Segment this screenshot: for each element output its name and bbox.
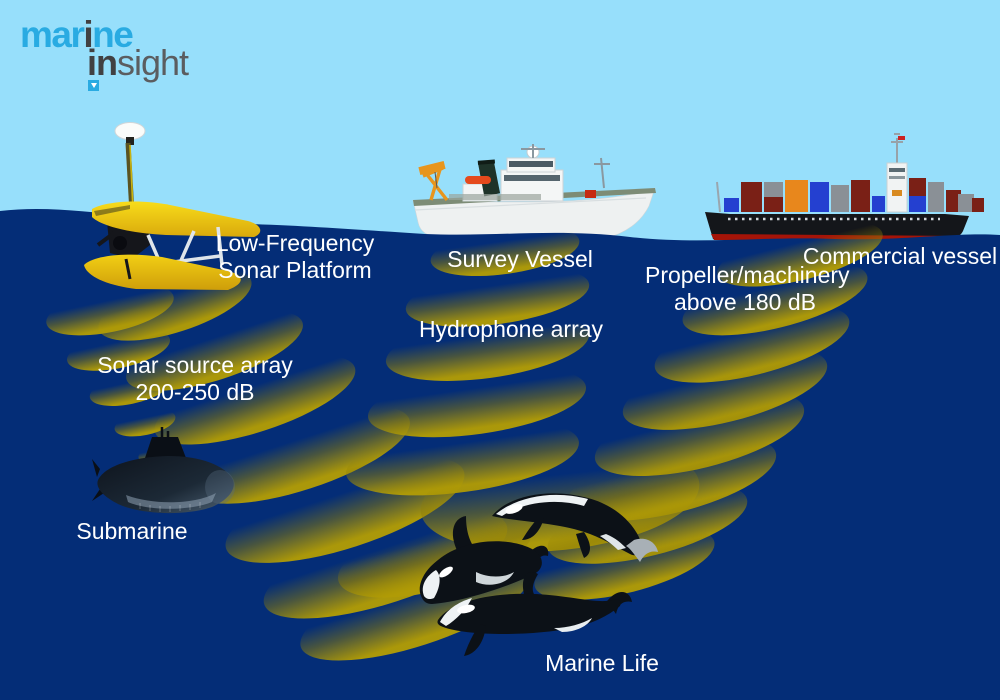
wave-glider-icon: [84, 122, 261, 290]
label-sonar-platform-line2: Sonar Platform: [218, 257, 372, 283]
research-ship-icon: [412, 144, 656, 239]
logo-square-icon: [88, 80, 99, 91]
marine-insight-logo: marine insight: [20, 14, 189, 91]
orca-icon: [419, 516, 549, 604]
orca-icon: [437, 572, 632, 656]
label-submarine: Submarine: [76, 518, 188, 544]
label-hydrophone-array: Hydrophone array: [418, 316, 604, 342]
label-sonar-source: Sonar source array 200-250 dB: [75, 352, 315, 406]
label-commercial-vessel: Commercial vessel: [802, 243, 998, 269]
label-propeller-line1: Propeller/machinery: [645, 262, 850, 288]
label-marine-life: Marine Life: [545, 650, 659, 676]
submarine-icon: [92, 427, 235, 514]
label-sonar-platform-line1: Low-Frequency: [215, 230, 375, 256]
label-survey-vessel: Survey Vessel: [447, 246, 593, 272]
label-sonar-source-line1: Sonar source array: [97, 352, 293, 378]
label-sonar-source-line2: 200-250 dB: [135, 379, 255, 405]
logo-word-marine: marine: [20, 14, 134, 55]
label-propeller: Propeller/machinery above 180 dB: [645, 262, 850, 316]
orca-icon: [492, 493, 658, 562]
label-propeller-line2: above 180 dB: [674, 289, 816, 315]
label-sonar-platform: Low-Frequency Sonar Platform: [185, 230, 405, 284]
logo-word-insight: insight: [87, 42, 189, 83]
